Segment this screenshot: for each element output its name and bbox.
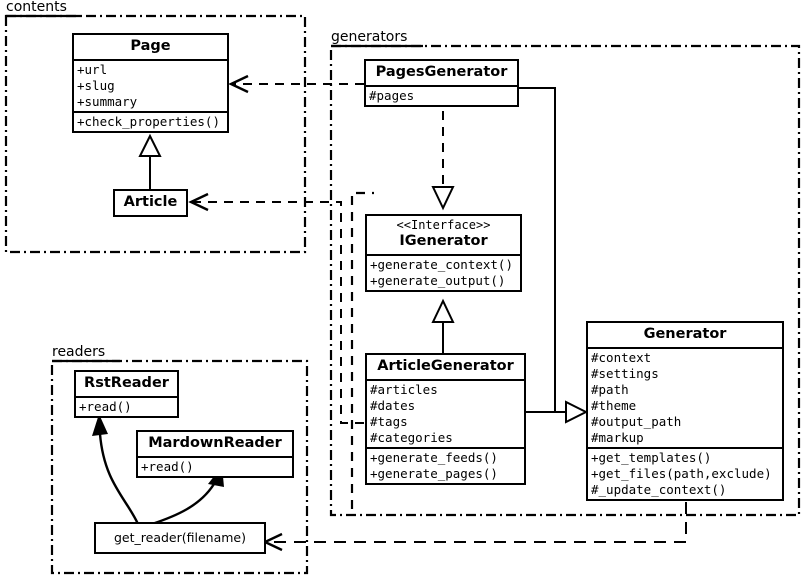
- attribute-context: #context: [591, 350, 652, 365]
- class-mardownreader-name: MardownReader: [148, 435, 282, 451]
- class-pagesgenerator-name: PagesGenerator: [375, 64, 508, 80]
- class-igenerator-operations: +generate_context() +generate_output(): [367, 254, 520, 290]
- attribute-settings: #settings: [591, 366, 659, 381]
- class-article[interactable]: Article: [113, 189, 188, 217]
- package-border-readers: [50, 359, 309, 575]
- operation-mardownreader-read: +read(): [141, 459, 194, 474]
- attribute-dates: #dates: [370, 398, 416, 413]
- association-arrowhead-rstreader: [92, 414, 108, 436]
- function-get-reader-label: get_reader(filename): [114, 530, 246, 545]
- attribute-slug: +slug: [77, 78, 115, 93]
- attribute-output-path: #output_path: [591, 414, 682, 429]
- attribute-path: #path: [591, 382, 629, 397]
- class-mardownreader-operations: +read(): [138, 456, 292, 476]
- operation-update-context: #_update_context(): [591, 482, 727, 497]
- class-articlegenerator-name-section: ArticleGenerator: [367, 355, 524, 379]
- class-page-operations: +check_properties(): [74, 111, 227, 131]
- class-mardownreader[interactable]: MardownReader +read(): [136, 430, 294, 478]
- class-page-name-section: Page: [74, 35, 227, 59]
- operation-check-properties: +check_properties(): [77, 114, 220, 129]
- class-rstreader-name: RstReader: [84, 375, 169, 391]
- generalization-arrowhead-igenerator: [431, 298, 455, 323]
- class-articlegenerator-operations: +generate_feeds() +generate_pages(): [367, 447, 524, 483]
- attribute-pages: #pages: [369, 88, 415, 103]
- class-generator-operations: +get_templates() +get_files(path,exclude…: [588, 447, 782, 499]
- class-igenerator-name: IGenerator: [399, 233, 488, 249]
- class-igenerator-name-section: <<Interface>> IGenerator: [367, 216, 520, 254]
- operation-generate-context: +generate_context(): [370, 257, 513, 272]
- class-articlegenerator[interactable]: ArticleGenerator #articles #dates #tags …: [365, 353, 526, 485]
- operation-generate-output: +generate_output(): [370, 273, 506, 288]
- attribute-url: +url: [77, 62, 108, 77]
- function-get-reader[interactable]: get_reader(filename): [94, 522, 266, 554]
- class-pagesgenerator-name-section: PagesGenerator: [366, 61, 517, 85]
- class-generator-name: Generator: [643, 326, 727, 342]
- class-generator-attributes: #context #settings #path #theme #output_…: [588, 347, 782, 447]
- class-rstreader-operations: +read(): [76, 396, 177, 416]
- class-igenerator-stereotype: <<Interface>>: [396, 218, 491, 232]
- class-article-name: Article: [123, 194, 178, 210]
- attribute-categories: #categories: [370, 430, 453, 445]
- class-generator-name-section: Generator: [588, 323, 782, 347]
- edge-generator-to-getreader: [266, 502, 687, 543]
- package-label-generators: generators: [331, 29, 408, 45]
- package-border-generators: [329, 44, 801, 517]
- class-pagesgenerator-attributes: #pages: [366, 85, 517, 105]
- attribute-articles: #articles: [370, 382, 438, 397]
- class-rstreader[interactable]: RstReader +read(): [74, 370, 179, 418]
- edge-getreader-to-mardownreader: [151, 483, 216, 526]
- edge-articlegenerator-to-article: [192, 201, 364, 424]
- package-label-contents: contents: [6, 0, 67, 15]
- class-page-name: Page: [130, 38, 171, 54]
- class-mardownreader-name-section: MardownReader: [138, 432, 292, 456]
- class-pagesgenerator[interactable]: PagesGenerator #pages: [364, 59, 519, 107]
- operation-rstreader-read: +read(): [79, 399, 132, 414]
- operation-generate-feeds: +generate_feeds(): [370, 450, 498, 465]
- dependency-arrowhead-page: [228, 74, 249, 94]
- class-generator[interactable]: Generator #context #settings #path #them…: [586, 321, 784, 501]
- attribute-markup: #markup: [591, 430, 644, 445]
- attribute-summary: +summary: [77, 94, 138, 109]
- class-article-name-section: Article: [115, 191, 186, 215]
- dependency-arrowhead-article: [188, 192, 209, 212]
- realization-arrowhead-igenerator: [431, 186, 455, 211]
- operation-get-templates: +get_templates(): [591, 450, 712, 465]
- operation-generate-pages: +generate_pages(): [370, 466, 498, 481]
- generalization-arrowhead-page: [138, 133, 162, 157]
- class-page-attributes: +url +slug +summary: [74, 59, 227, 111]
- class-articlegenerator-attributes: #articles #dates #tags #categories: [367, 379, 524, 447]
- edge-pagesgenerator-to-generator: [519, 87, 556, 412]
- operation-get-files: +get_files(path,exclude): [591, 466, 772, 481]
- attribute-tags: #tags: [370, 414, 408, 429]
- class-rstreader-name-section: RstReader: [76, 372, 177, 396]
- edge-getreader-to-rstreader: [98, 433, 140, 525]
- class-igenerator[interactable]: <<Interface>> IGenerator +generate_conte…: [365, 214, 522, 292]
- package-border-contents: [4, 14, 307, 254]
- class-articlegenerator-name: ArticleGenerator: [377, 358, 514, 374]
- package-label-readers: readers: [52, 344, 106, 360]
- function-get-reader-name-section: get_reader(filename): [96, 524, 264, 552]
- generalization-arrowhead-generator: [565, 400, 589, 424]
- attribute-theme: #theme: [591, 398, 637, 413]
- class-page[interactable]: Page +url +slug +summary +check_properti…: [72, 33, 229, 133]
